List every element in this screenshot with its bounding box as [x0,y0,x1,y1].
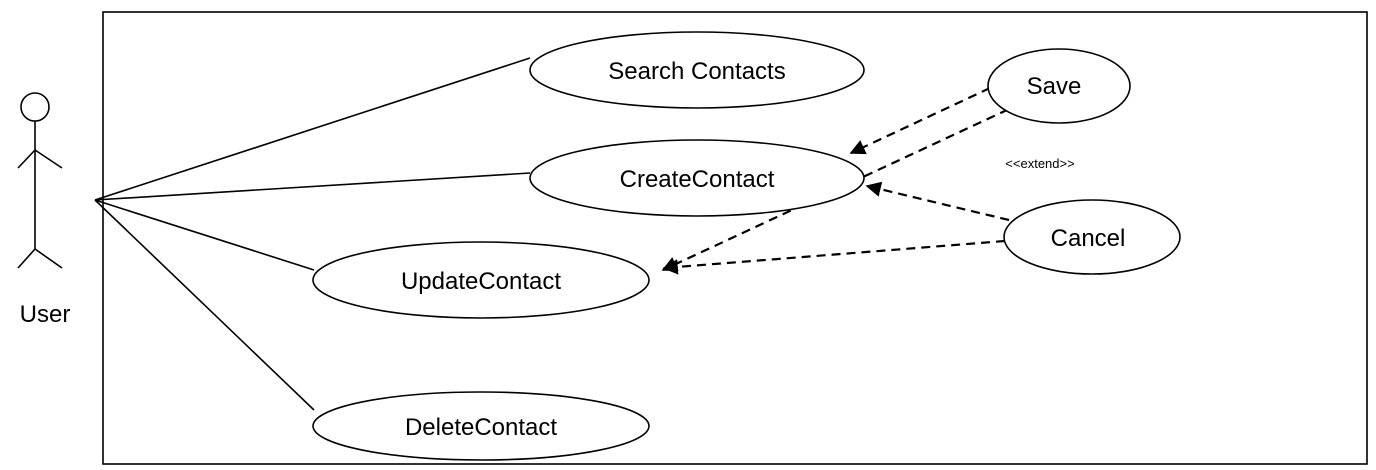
association-create [94,172,531,201]
actor-left-leg [17,248,36,269]
extend-cancel-to-update [662,239,1006,275]
actor-right-arm [34,149,63,169]
extend-stereotype-label: <<extend>> [1005,156,1074,171]
use-case-label: Cancel [1051,225,1126,252]
actor-head [20,92,50,122]
use-case-label: Save [1027,73,1082,100]
association-update [94,199,315,271]
use-case-save: Save [987,48,1131,124]
use-case-create-contact: CreateContact [529,139,865,217]
use-case-cancel: Cancel [1003,199,1181,275]
use-case-label: Search Contacts [608,58,785,85]
extend-save-to-create [849,87,991,155]
use-case-label: UpdateContact [401,268,561,295]
use-case-update-contact: UpdateContact [312,241,650,319]
actor-label: User [20,301,71,328]
actor-right-leg [34,248,63,269]
association-search [94,57,531,201]
use-case-delete-contact: DeleteContact [312,391,650,461]
use-case-label: CreateContact [620,166,775,193]
use-case-search-contacts: Search Contacts [529,31,865,109]
user-actor: User [17,92,71,328]
actor-left-arm [17,149,36,169]
association-delete [94,199,315,411]
use-case-label: DeleteContact [405,414,557,441]
extend-cancel-to-create [865,181,1010,222]
